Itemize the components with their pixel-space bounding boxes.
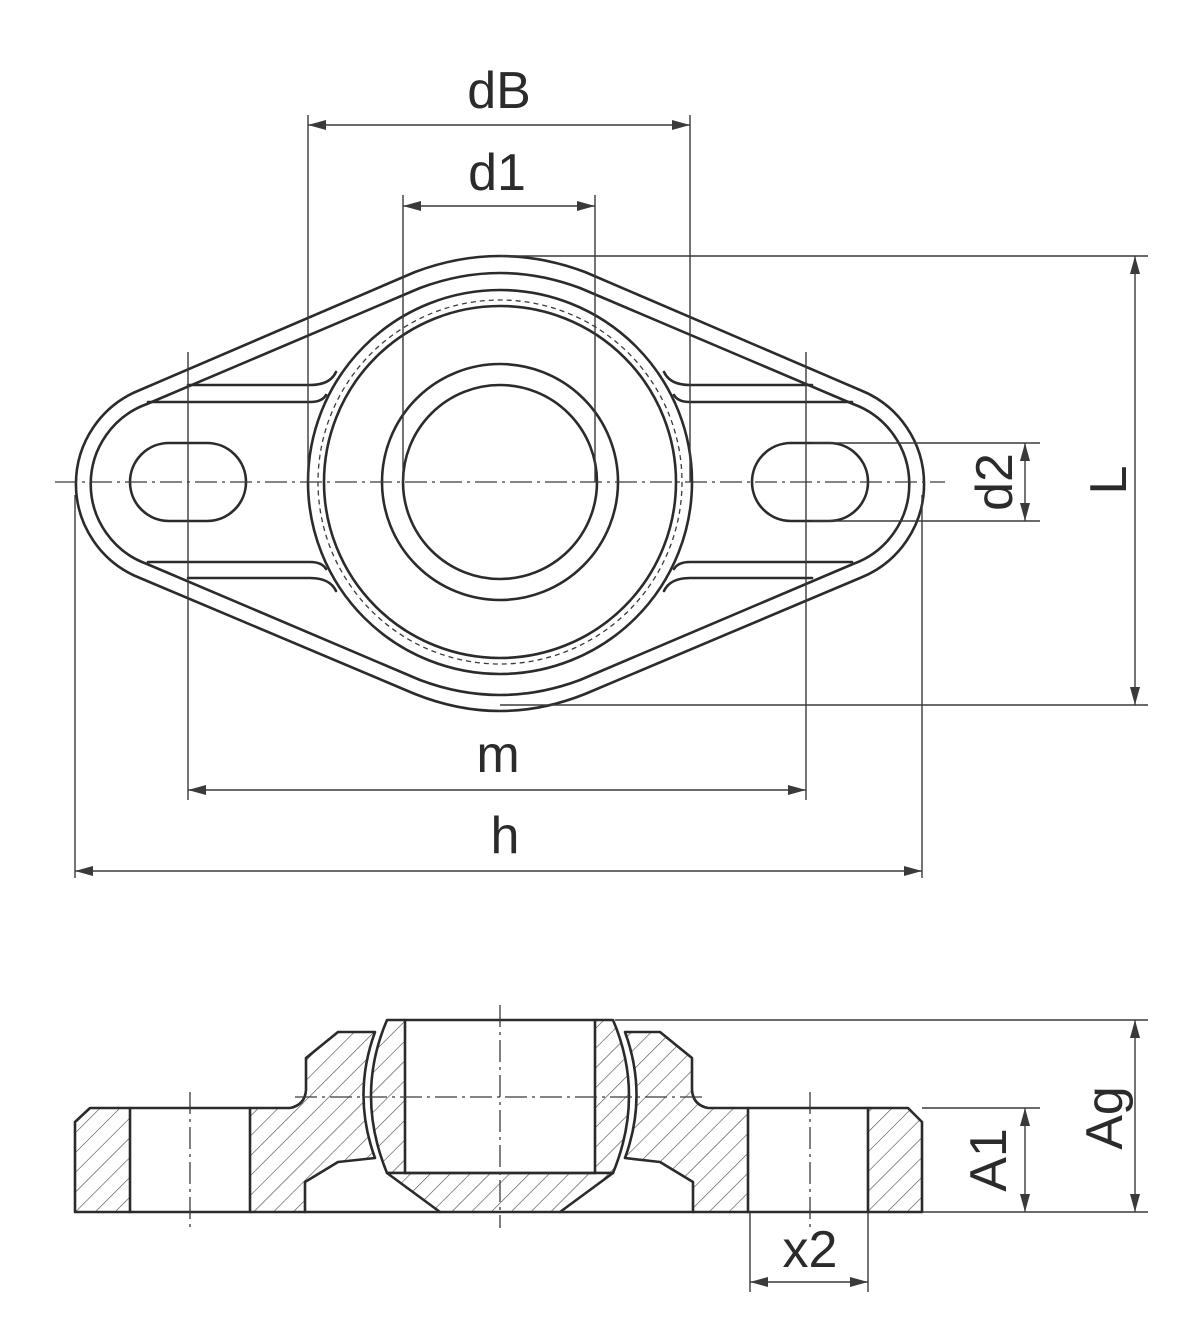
label-dB: dB: [467, 62, 531, 120]
dimension-A1: A1: [922, 1107, 1040, 1212]
label-Ag: Ag: [1076, 1086, 1134, 1150]
label-d1: d1: [468, 144, 526, 202]
flange-outer-contour: [74, 254, 926, 713]
dimension-dB: dB: [307, 62, 691, 482]
label-d2: d2: [966, 453, 1024, 511]
dimension-m: m: [187, 352, 807, 800]
label-A1: A1: [960, 1128, 1018, 1192]
flange-face-left-top: [146, 393, 328, 404]
dimension-x2: x2: [749, 1212, 869, 1292]
label-L: L: [1080, 466, 1138, 495]
dimension-d2: d2: [812, 442, 1040, 522]
section-left-hub: [248, 1030, 377, 1214]
label-m: m: [476, 726, 519, 784]
label-h: h: [491, 807, 520, 865]
rib-left-bottom: [186, 576, 338, 593]
rib-right-bottom: [662, 576, 814, 593]
section-view: [73, 1005, 924, 1228]
dimension-Ag: Ag: [615, 1019, 1148, 1213]
flange-face-right-top: [672, 393, 854, 404]
dimension-d1: d1: [402, 144, 596, 482]
label-x2: x2: [783, 1221, 838, 1279]
section-left-flange: [73, 1106, 132, 1214]
flange-face-left-bottom: [146, 560, 328, 571]
dimension-h: h: [74, 495, 923, 878]
insert-outer-circle: [322, 304, 678, 660]
section-right-flange: [866, 1106, 924, 1214]
flange-face-right-bottom: [672, 560, 854, 571]
rib-left-top: [186, 370, 338, 387]
flange-inner-contour: [89, 271, 911, 697]
section-right-hub: [623, 1030, 750, 1214]
dimension-L: L: [500, 255, 1148, 706]
